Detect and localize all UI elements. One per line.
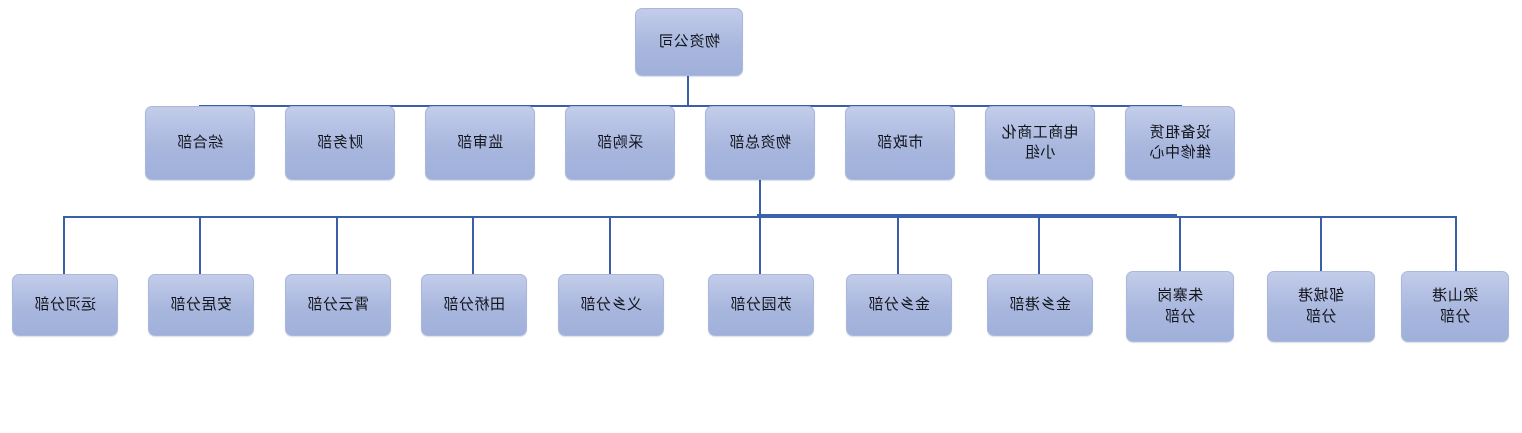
node-level3-branch-4[interactable]: 金乡港部	[987, 274, 1093, 336]
node-label: 运河分部	[34, 295, 97, 313]
node-level3-branch-8[interactable]: 田桥分部	[421, 274, 527, 336]
connector-level3-stem	[759, 180, 761, 216]
node-level3-branch-11[interactable]: 运河分部	[12, 274, 118, 336]
connector-level3-drop	[199, 216, 201, 274]
node-label: 市政部	[876, 133, 924, 151]
connector-level3-drop	[336, 216, 338, 274]
connector-level3-drop	[897, 216, 899, 274]
node-label: 安居分部	[170, 295, 233, 313]
node-label: 霄云分部	[307, 295, 370, 313]
node-level2-materials-hq[interactable]: 物资总部	[705, 106, 815, 180]
node-level3-branch-7[interactable]: 义乡分部	[558, 274, 664, 336]
node-level3-branch-10[interactable]: 安居分部	[148, 274, 254, 336]
node-level2-equipment-leasing[interactable]: 设备租赁 维修中心	[1125, 106, 1235, 180]
node-label: 设备租赁 维修中心	[1149, 123, 1212, 161]
connector-level3-drop	[1038, 216, 1040, 274]
node-label: 朱寨岗 分部	[1156, 287, 1204, 325]
node-label: 采购部	[596, 133, 644, 151]
node-level3-branch-1[interactable]: 梁山港 分部	[1401, 271, 1509, 342]
node-label: 义乡分部	[580, 295, 643, 313]
node-level2-municipal[interactable]: 市政部	[845, 106, 955, 180]
node-level2-finance[interactable]: 财务部	[285, 106, 395, 180]
node-level2-procurement[interactable]: 采购部	[565, 106, 675, 180]
node-label: 监审部	[456, 133, 504, 151]
node-label: 财务部	[316, 133, 364, 151]
node-level2-ecommerce-group[interactable]: 电商工商化 小组	[985, 106, 1095, 180]
node-level3-branch-9[interactable]: 霄云分部	[285, 274, 391, 336]
node-label: 综合部	[176, 133, 224, 151]
node-label: 苏园分部	[730, 295, 793, 313]
node-label: 金乡分部	[868, 295, 931, 313]
node-label: 金乡港部	[1009, 295, 1072, 313]
connector-level3-drop	[1179, 216, 1181, 271]
connector-level3-drop	[472, 216, 474, 274]
node-label: 梁山港 分部	[1431, 287, 1479, 325]
node-level3-branch-2[interactable]: 邹城港 分部	[1267, 271, 1375, 342]
connector-level3-drop	[1320, 216, 1322, 271]
connector-level3-drop	[1455, 216, 1457, 271]
connector-level3-bus-emphasis	[757, 214, 1177, 218]
node-label: 田桥分部	[443, 295, 506, 313]
node-label: 邹城港 分部	[1297, 287, 1345, 325]
node-level2-general-affairs[interactable]: 综合部	[145, 106, 255, 180]
node-level3-branch-3[interactable]: 朱寨岗 分部	[1126, 271, 1234, 342]
node-level3-branch-6[interactable]: 苏园分部	[708, 274, 814, 336]
node-label: 物资总部	[729, 133, 792, 151]
connector-level3-drop	[63, 216, 65, 274]
connector-level3-drop	[609, 216, 611, 274]
connector-level3-drop	[759, 216, 761, 274]
node-level2-audit[interactable]: 监审部	[425, 106, 535, 180]
node-level3-branch-5[interactable]: 金乡分部	[846, 274, 952, 336]
node-label: 物资公司	[658, 32, 721, 50]
node-root[interactable]: 物资公司	[635, 8, 743, 76]
node-label: 电商工商化 小组	[1001, 123, 1079, 161]
connector-root-stem	[687, 76, 689, 106]
